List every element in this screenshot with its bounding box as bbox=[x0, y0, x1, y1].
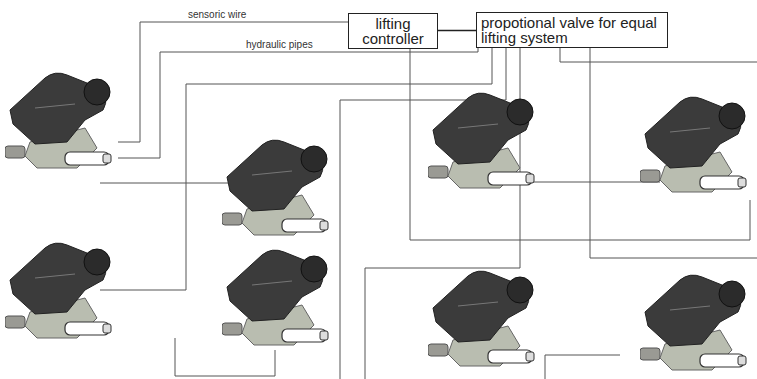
sensoric-wire bbox=[118, 22, 348, 142]
hydraulic-pipe bbox=[118, 44, 478, 158]
lifting-jack bbox=[640, 275, 746, 370]
lifting-jack bbox=[640, 97, 746, 192]
connector-line bbox=[438, 30, 476, 32]
hydraulic-pipe bbox=[100, 183, 240, 184]
lifting-jack bbox=[5, 73, 111, 168]
lifting-jack bbox=[5, 243, 111, 338]
lifting-jack bbox=[222, 250, 328, 345]
jacks bbox=[5, 73, 746, 370]
box-label: propotional valve for equal lifting syst… bbox=[481, 15, 663, 45]
wire-label: hydraulic pipes bbox=[244, 39, 315, 50]
hydraulic-pipe bbox=[590, 46, 757, 258]
lifting-jack bbox=[428, 271, 534, 366]
hydraulic-pipe bbox=[410, 47, 750, 240]
lifting-jack bbox=[222, 140, 328, 235]
hydraulic-pipe bbox=[545, 355, 620, 379]
box-label: lifting controller bbox=[353, 16, 433, 46]
wires bbox=[100, 22, 757, 379]
lifting-jack bbox=[428, 93, 534, 188]
wire-label: sensoric wire bbox=[186, 9, 248, 20]
process-box: propotional valve for equal lifting syst… bbox=[476, 12, 668, 48]
process-box: lifting controller bbox=[348, 13, 438, 49]
